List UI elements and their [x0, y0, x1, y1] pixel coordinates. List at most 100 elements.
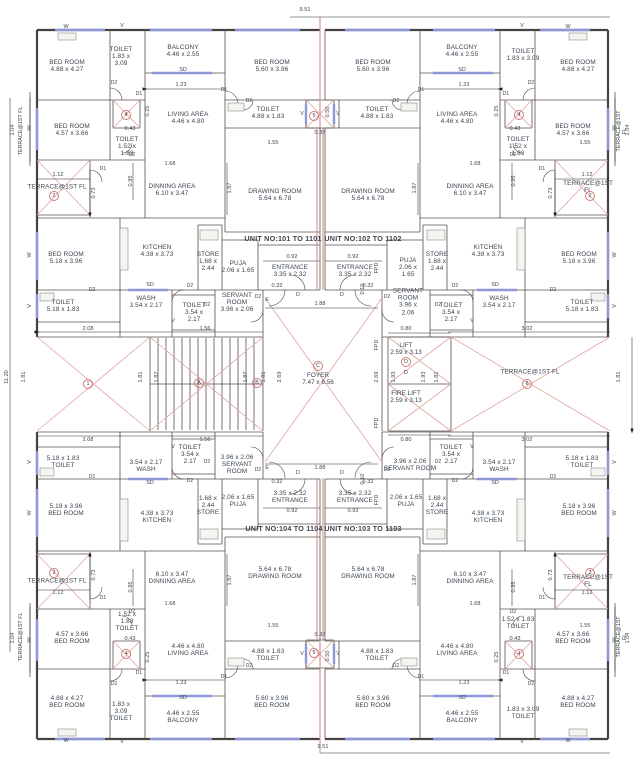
ref-bubble: 4 — [514, 110, 524, 120]
dim-label: 9.51 — [317, 743, 329, 750]
room-label: PUJA 2.06 x 1.65 — [398, 257, 418, 279]
wall-mark: FPD — [373, 339, 380, 351]
door-label: D2 — [383, 467, 391, 474]
core-label: FOYER 7.47 x 6.56 — [302, 371, 334, 386]
ref-bubble: 5 — [309, 111, 319, 121]
dim-label: 0.80 — [400, 325, 412, 332]
dim-label: 1.81 — [20, 371, 27, 383]
door-label: D2 — [527, 80, 535, 87]
door-label: D2 — [434, 459, 442, 466]
door-label: D1 — [502, 670, 510, 677]
door-label: D2 — [186, 283, 194, 290]
room-label: 5.18 x 1.83 TOILET — [565, 454, 599, 469]
dim-label: 1.55 — [267, 622, 279, 629]
room-label: 1.68 x 2.44 STORE — [196, 495, 220, 517]
room-label: KITCHEN 4.38 x 3.73 — [140, 243, 174, 258]
wall-mark: V — [470, 317, 474, 324]
dim-label: 1.23 — [175, 81, 187, 88]
ref-bubble: 2 — [49, 568, 59, 578]
dim-label: 0.92 — [347, 253, 359, 260]
room-label: 5.60 x 3.96 BED ROOM — [254, 694, 290, 709]
room-label: 6.10 x 3.47 DINNING AREA — [148, 570, 196, 585]
dim-label: 1.81 — [433, 371, 440, 383]
dim-label: 0.25 — [144, 105, 151, 117]
wall-mark: W — [611, 637, 618, 643]
wall-mark: FPD — [373, 262, 380, 274]
dim-label: 1.87 — [153, 371, 160, 383]
dim-label: 1.87 — [242, 371, 249, 383]
dim-label: 0.95 — [510, 175, 517, 187]
wall-mark: V — [120, 22, 124, 29]
room-label: 4.88 x 4.27 BED ROOM — [560, 694, 596, 709]
dim-label: 1.55 — [579, 622, 591, 629]
room-label: TERRACE@1ST FL — [500, 368, 560, 376]
door-label: D2 — [128, 152, 136, 159]
wall-mark: V — [26, 460, 33, 464]
door-label: D1 — [220, 87, 228, 94]
room-label: BALCONY 4.46 x 2.55 — [445, 43, 479, 58]
room-label: TOILET 3.54 x 2.17 — [178, 444, 202, 466]
door-label: D2 — [254, 294, 262, 301]
room-label: 1.52 x 1.83 TOILET — [501, 615, 535, 630]
wall-mark: V — [300, 650, 304, 657]
room-label: BED ROOM 4.88 x 4.27 — [560, 58, 596, 73]
room-label: 2.06 x 1.65 PUJA — [389, 493, 423, 508]
dim-label: 0.50 — [324, 650, 331, 662]
room-label: 5.64 x 6.78 DRAWING ROOM — [341, 565, 395, 580]
ref-bubble: 4 — [121, 649, 131, 659]
room-label: 4.88 x 4.27 BED ROOM — [49, 694, 85, 709]
unit-label: UNIT NO:103 TO 1103 — [324, 523, 402, 533]
room-label: DRAWING ROOM 5.64 x 6.78 — [341, 187, 395, 202]
dim-label: 0.95 — [510, 581, 517, 593]
room-label: WASH 3.54 x 2.17 — [482, 294, 516, 309]
edge-terrace-label: TERRACE@1ST FL — [17, 106, 24, 156]
core-linework — [9, 16, 632, 754]
room-label: 3.35 x 2.32 ENTRANCE — [272, 489, 308, 504]
room-label: 5.18 x 3.96 BED ROOM — [561, 502, 597, 517]
wall-mark: V — [171, 443, 175, 450]
room-label: 4.38 x 3.73 KITCHEN — [140, 509, 174, 524]
room-label: 4.46 x 2.55 BALCONY — [166, 709, 200, 724]
dim-label: 0.25 — [144, 651, 151, 663]
wall-mark: SD — [179, 694, 187, 701]
ref-bubble: B — [252, 378, 262, 388]
ref-bubble: 6 — [522, 379, 532, 389]
ref-bubble: 4 — [121, 110, 131, 120]
dim-label: 1.93 — [420, 371, 427, 383]
dim-label: 0.80 — [400, 436, 412, 443]
ref-bubble: C — [313, 361, 323, 371]
dim-label: 0.10 — [359, 283, 366, 295]
dim-label: 1.12 — [581, 171, 593, 178]
room-label: 5.18 x 1.83 TOILET — [46, 454, 80, 469]
room-label: TERRACE@1ST FL — [27, 577, 87, 585]
room-label: TOILET 1.52 x 1.83 — [115, 136, 139, 158]
dim-label: 1.68 — [469, 600, 481, 607]
room-label: 3.54 x 2.17 WASH — [129, 458, 163, 473]
wall-mark: W — [63, 23, 69, 30]
dim-label: 0.95 — [127, 581, 134, 593]
dim-label: 1.04 — [624, 632, 631, 644]
dim-label: 0.43 — [509, 125, 521, 132]
dim-label: 1.68 — [164, 600, 176, 607]
door-label: D2 — [245, 663, 253, 670]
wall-mark: D — [404, 369, 408, 376]
room-label: 5.64 x 6.78 DRAWING ROOM — [248, 565, 302, 580]
room-label: BED ROOM 4.57 x 3.66 — [555, 122, 591, 137]
room-label: TOILET 4.88 x 1.83 — [360, 105, 394, 120]
dim-label: 2.69 — [276, 371, 283, 383]
dim-label: 0.43 — [509, 635, 521, 642]
room-label: TOILET 3.54 x 2.17 — [182, 302, 206, 324]
door-label: D2 — [110, 80, 118, 87]
dim-label: 1.56 — [199, 436, 211, 443]
dim-label: 1.04 — [9, 632, 16, 644]
wall-mark: SD — [179, 66, 187, 73]
dim-label: 0.32 — [271, 478, 283, 485]
dim-label: 0.32 — [362, 478, 374, 485]
dim-label: 1.55 — [579, 139, 591, 146]
room-label: 5.60 x 3.96 BED ROOM — [355, 694, 391, 709]
wall-mark: D — [340, 469, 344, 476]
wall-mark: V — [171, 317, 175, 324]
wall-mark: SD — [491, 281, 499, 288]
room-label: 3.96 x 2.06 SERVANT ROOM — [220, 454, 254, 476]
door-label: D1 — [135, 91, 143, 98]
